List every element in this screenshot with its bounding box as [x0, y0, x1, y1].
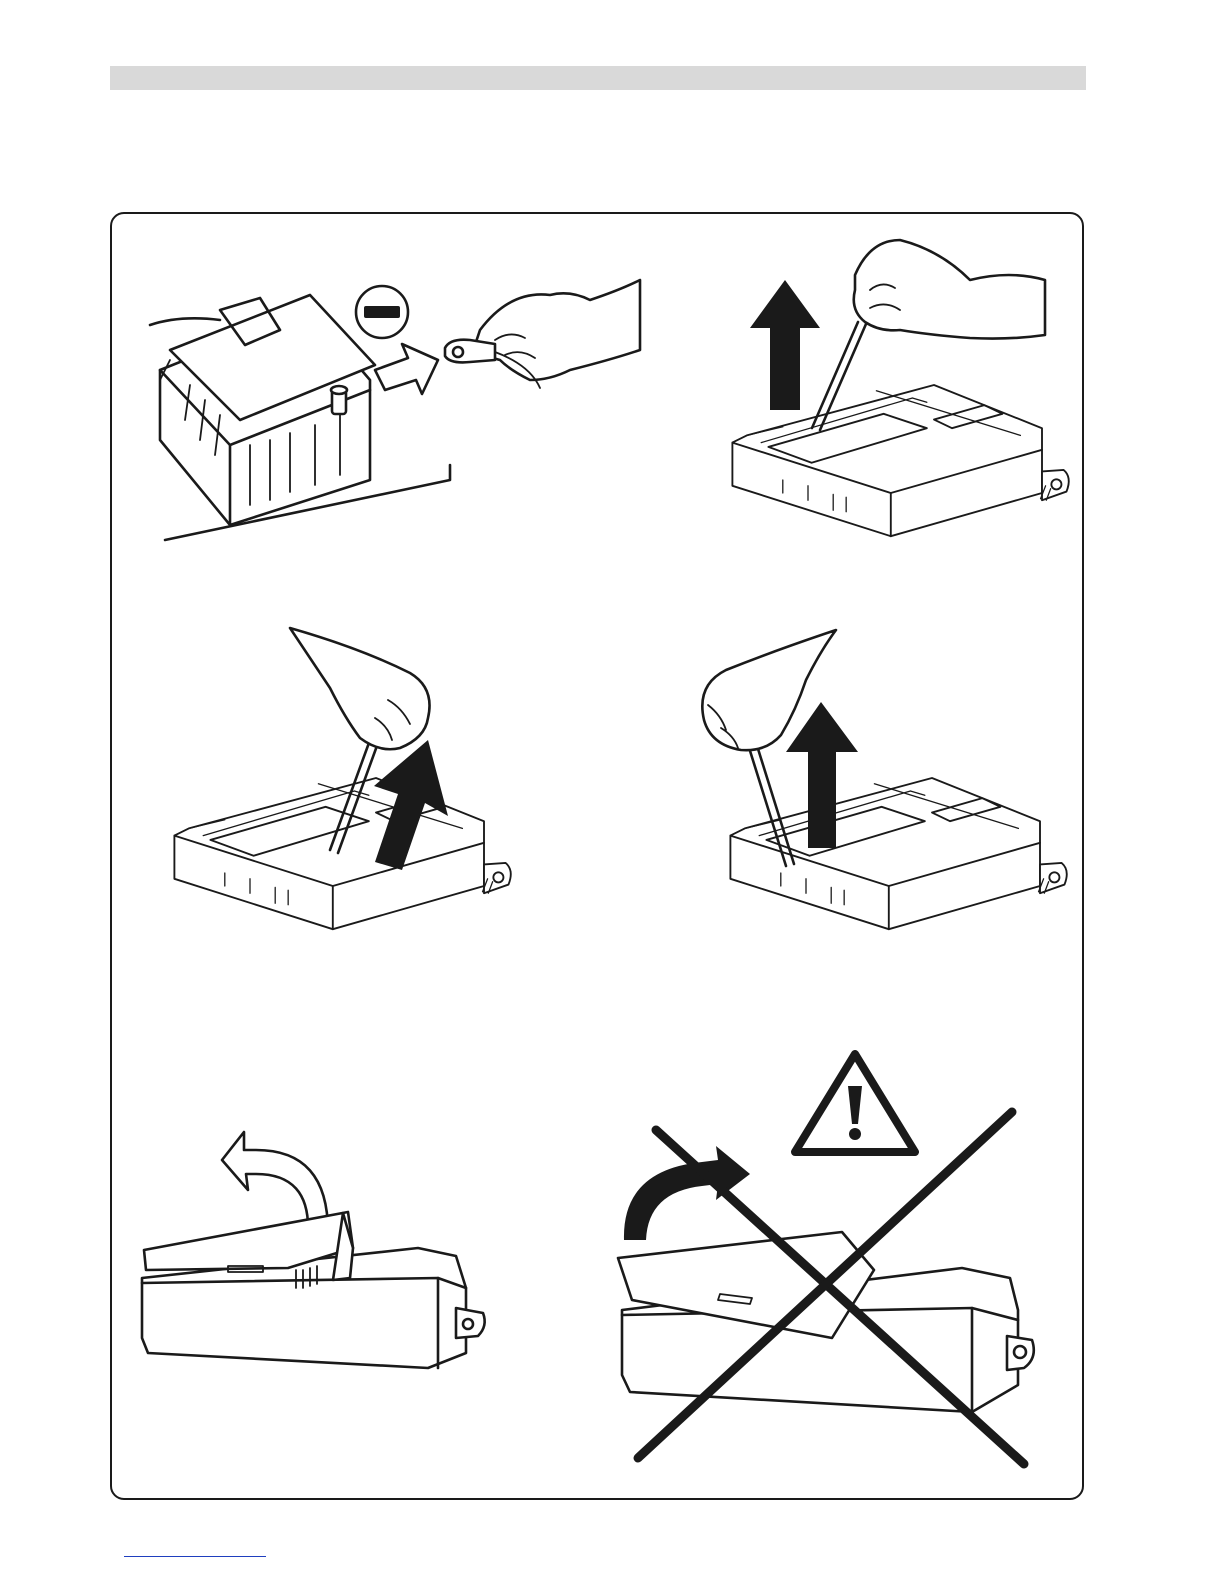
hand-icon [290, 628, 430, 749]
figure-disconnect-battery [150, 270, 650, 560]
curved-arrow-left-icon [222, 1132, 328, 1232]
figure-pry-left [686, 630, 1066, 1010]
minus-sign-icon [356, 286, 408, 338]
warning-triangle-icon [795, 1054, 915, 1152]
figure-lift-correct [138, 1138, 498, 1378]
figure-pry-center [160, 628, 490, 1008]
header-bar [110, 66, 1086, 90]
arrow-right-icon [375, 344, 438, 394]
arrow-up-icon [750, 280, 820, 410]
footer-link-underline[interactable] [124, 1556, 266, 1557]
figure-pry-right [710, 230, 1070, 630]
battery-icon [150, 295, 375, 525]
hand-icon [854, 240, 1045, 339]
figure-lift-incorrect [612, 1040, 1042, 1480]
hand-icon [475, 280, 640, 380]
